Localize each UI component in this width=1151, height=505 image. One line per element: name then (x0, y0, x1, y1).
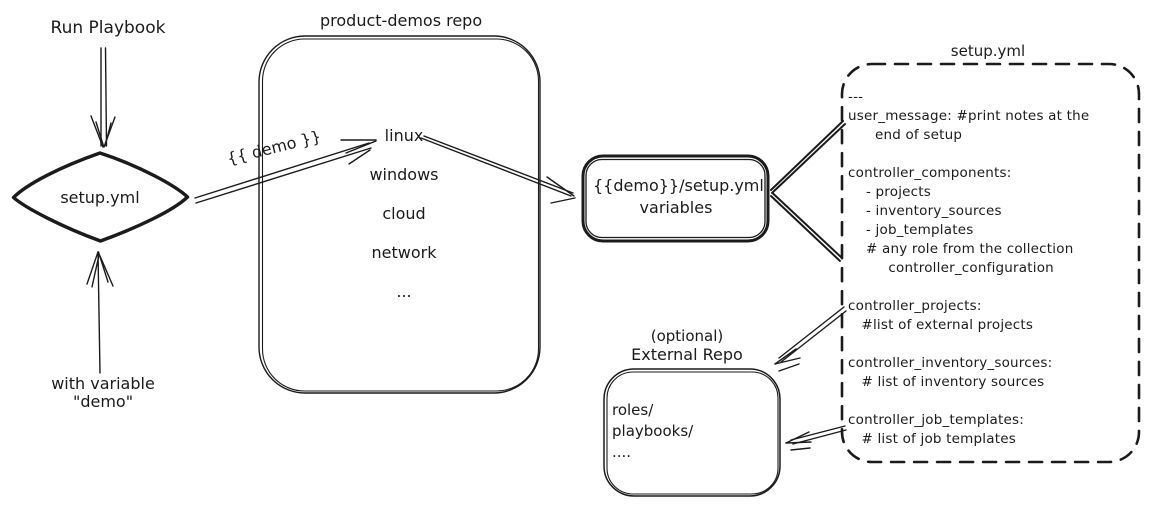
setup-yml-dashed-box (840, 62, 1141, 464)
yaml-line: controller_configuration (848, 260, 1054, 276)
product-demos-title: product-demos repo (320, 11, 483, 30)
ext-item-more: .... (612, 443, 632, 461)
external-repo-items: roles/ playbooks/ .... (612, 400, 693, 463)
yaml-line (848, 335, 1089, 354)
run-playbook-arrow (90, 47, 116, 148)
repo-item-cloud: cloud (382, 204, 426, 223)
yaml-line: - projects (848, 184, 932, 200)
external-repo-label-optional: (optional) (650, 327, 724, 345)
setup-yml-title: setup.yml (950, 42, 1026, 60)
yaml-line: controller_projects: (848, 298, 982, 314)
yaml-line (848, 278, 1089, 297)
variables-box-line1: {{demo}}/setup.yml (593, 176, 764, 195)
repo-item-windows: windows (369, 165, 439, 184)
setup-diamond-label: setup.yml (60, 188, 140, 207)
yaml-line: controller_inventory_sources: (848, 355, 1053, 371)
yaml-line: - job_templates (848, 222, 974, 238)
product-demos-items: linux windows cloud network ... (334, 116, 474, 311)
setup-yml-content: --- user_message: #print notes at the en… (848, 88, 1089, 449)
linux-to-variables-arrow (420, 135, 576, 204)
yaml-line: - inventory_sources (848, 203, 1002, 219)
yaml-line: end of setup (848, 127, 963, 143)
demo-variable-arrow (194, 139, 377, 204)
repo-item-more: ... (396, 282, 412, 301)
yaml-line: # list of job templates (848, 431, 1016, 447)
variables-box-line2: variables (639, 198, 713, 217)
yaml-line: controller_job_templates: (848, 412, 1025, 428)
repo-item-network: network (371, 243, 437, 262)
yaml-line: controller_components: (848, 165, 1012, 181)
product-demos-box (258, 35, 541, 394)
yaml-line: # any role from the collection (848, 241, 1074, 257)
with-variable-label-line2: "demo" (72, 392, 134, 411)
yaml-line (848, 392, 1089, 411)
with-variable-label-line1: with variable (51, 374, 155, 393)
yaml-line (848, 145, 1089, 164)
ext-item-playbooks: playbooks/ (612, 422, 694, 440)
yaml-line: # list of inventory sources (848, 374, 1045, 390)
yaml-line: #list of external projects (848, 317, 1034, 333)
run-playbook-label: Run Playbook (50, 18, 166, 38)
variables-to-setupyml-connector (770, 120, 846, 262)
yaml-line: user_message: #print notes at the (848, 108, 1090, 124)
external-repo-label-title: External Repo (631, 345, 743, 364)
ext-item-roles: roles/ (612, 401, 654, 419)
variables-box-shape (581, 154, 770, 243)
projects-to-external-arrow (774, 306, 847, 372)
templates-to-external-arrow (785, 425, 847, 451)
yaml-line: --- (848, 89, 864, 105)
repo-item-linux: linux (384, 126, 424, 145)
setup-diamond-shape (11, 151, 190, 243)
with-variable-arrow (86, 251, 114, 374)
external-repo-box (603, 368, 781, 497)
